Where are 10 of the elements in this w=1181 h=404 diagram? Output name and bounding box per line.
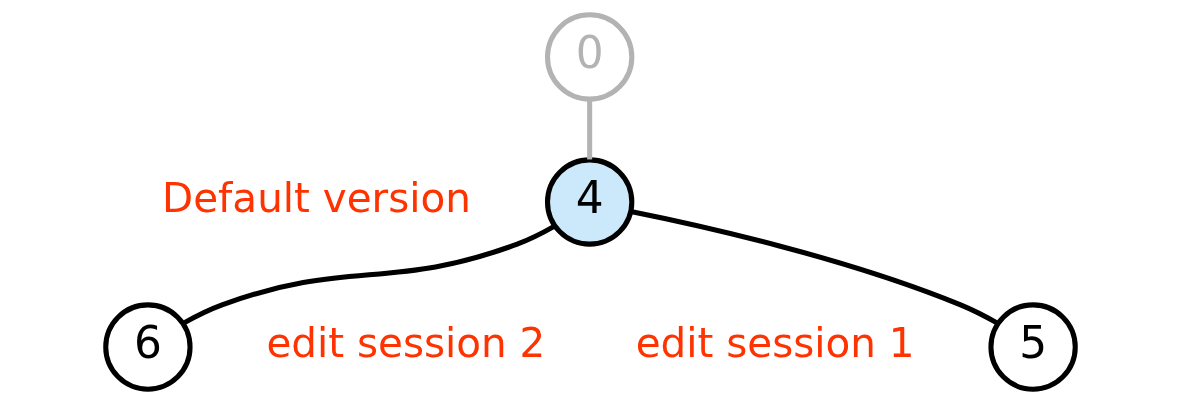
node-label: Default version [162, 174, 471, 223]
node-circle: 0 [544, 12, 635, 102]
connector [630, 209, 1000, 326]
node-circle: 6 [103, 302, 193, 392]
connector [181, 223, 556, 326]
node-circle: 5 [988, 302, 1078, 392]
node-label: edit session 2 [266, 319, 546, 368]
node-circle: 4 [544, 157, 635, 247]
node-label: edit session 1 [635, 319, 915, 368]
connector [587, 99, 593, 160]
